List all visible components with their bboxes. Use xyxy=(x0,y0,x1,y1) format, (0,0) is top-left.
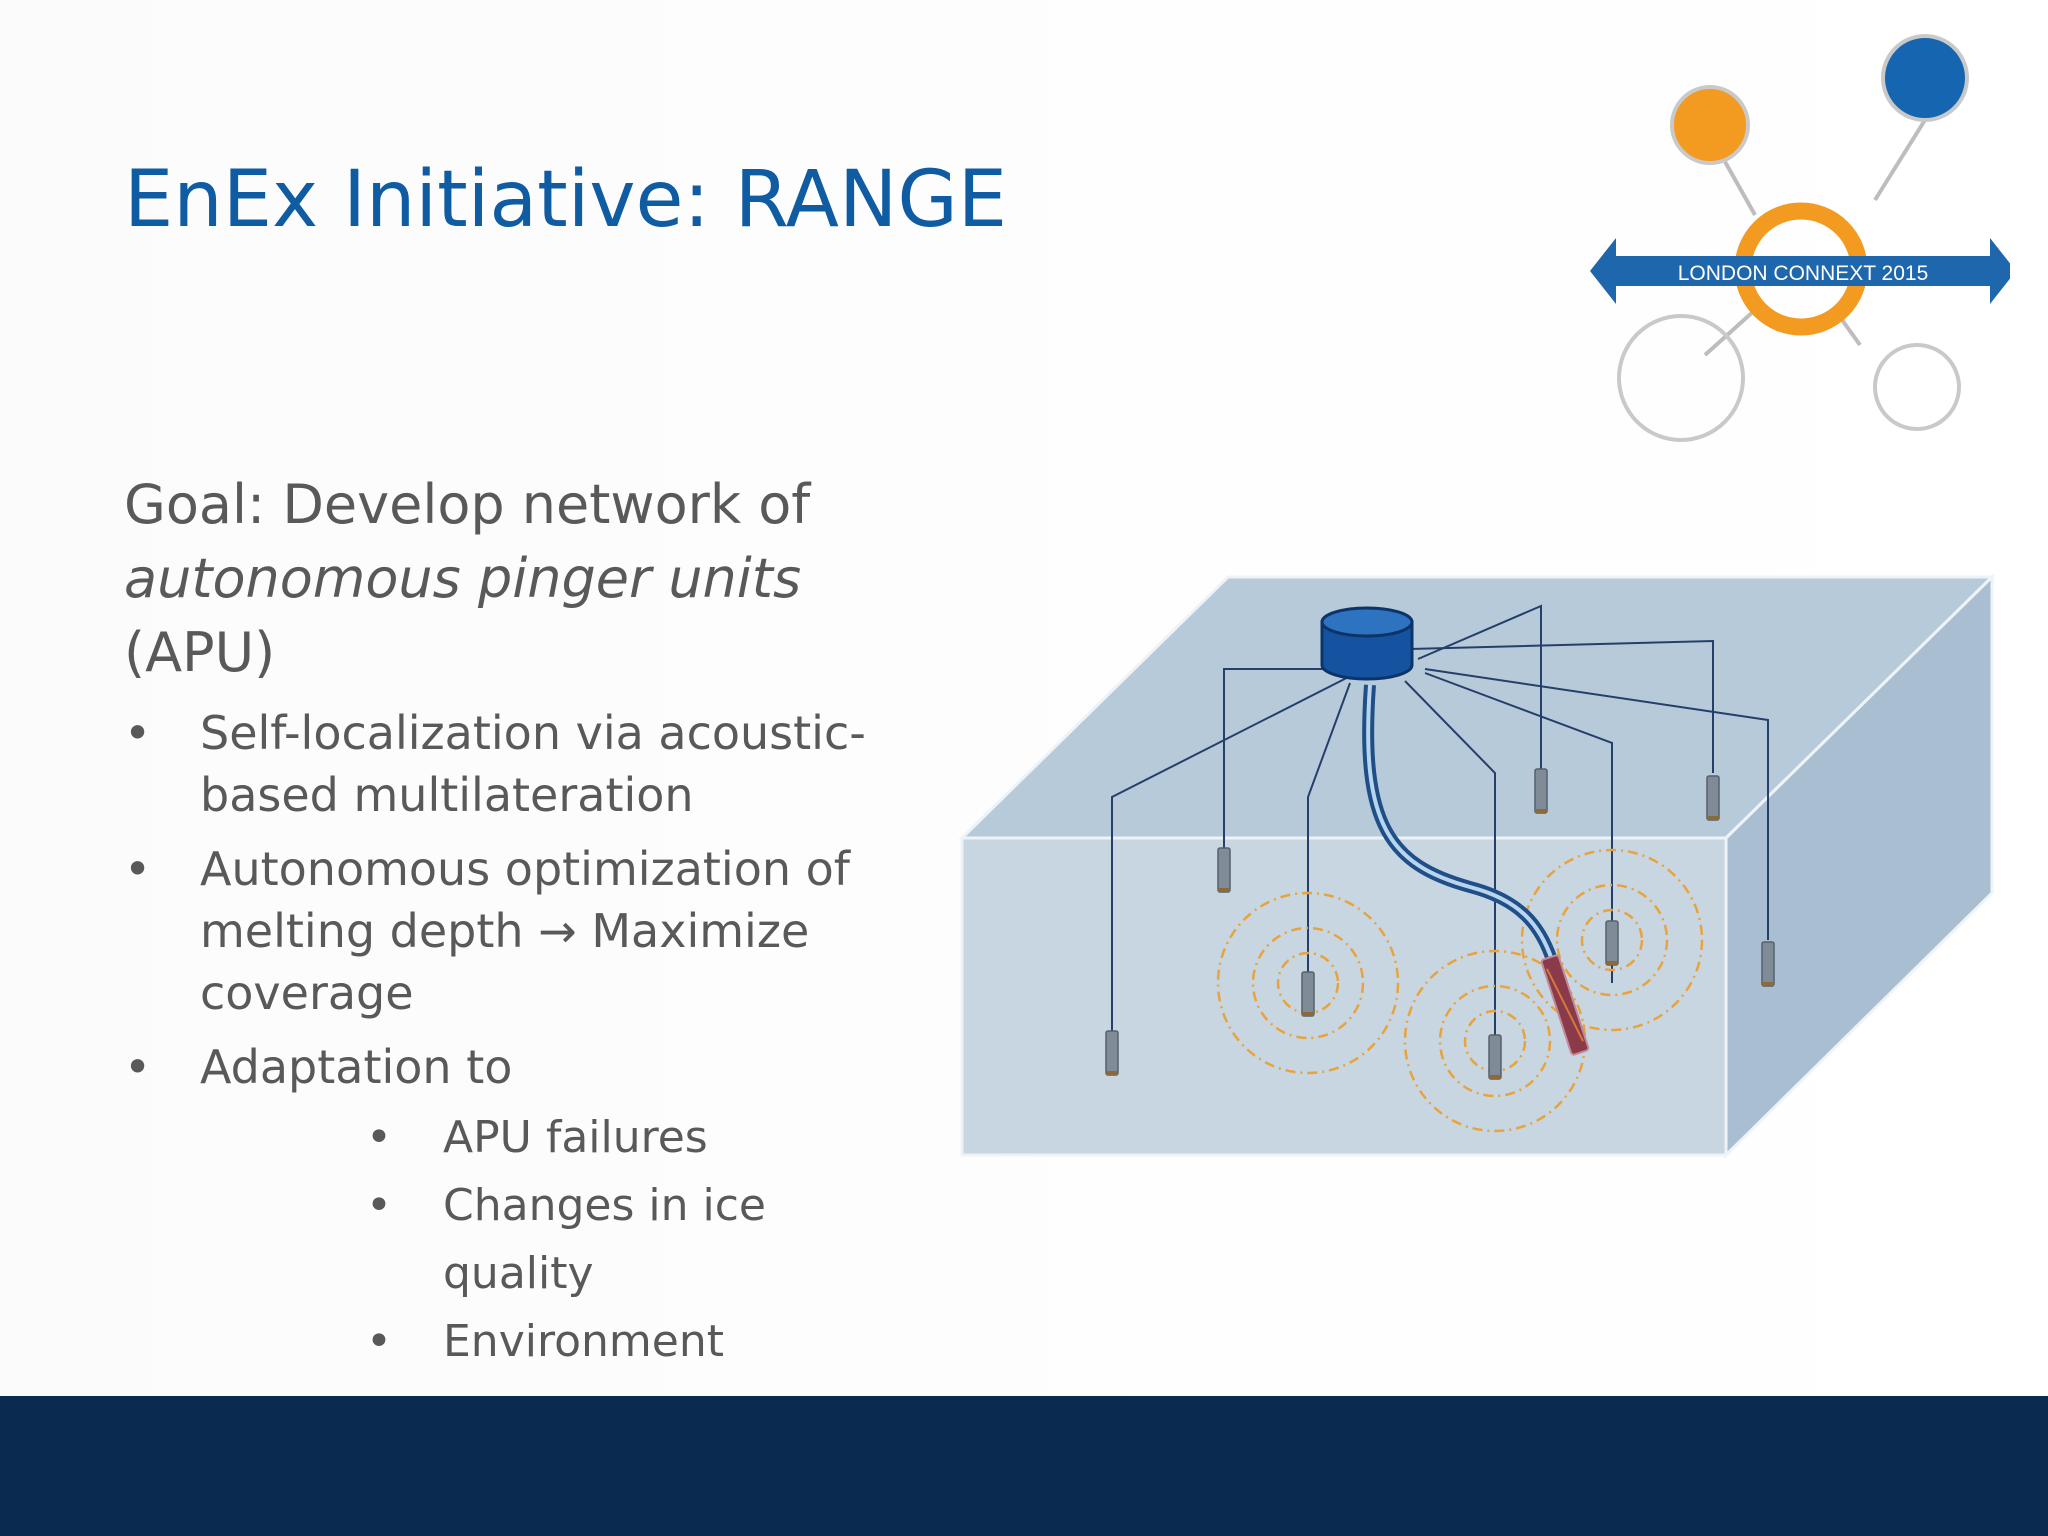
sub-bullet-item: • Changes in ice quality xyxy=(200,1172,924,1308)
goal-italic-term: autonomous pinger units xyxy=(124,547,802,610)
logo-banner-text: LONDON CONNEXT 2015 xyxy=(1678,262,1929,285)
sub-bullet-dot: • xyxy=(366,1180,392,1231)
sub-bullet-dot: • xyxy=(366,1112,392,1163)
bullet-text: Adaptation to xyxy=(200,1040,513,1094)
sub-bullet-dot: • xyxy=(366,1316,392,1367)
bullet-text: Autonomous optimization of melting depth… xyxy=(200,842,850,1020)
slide-title: EnEx Initiative: RANGE xyxy=(124,155,1008,245)
bullet-dot: • xyxy=(124,842,152,896)
sub-bullet-text: Environment xyxy=(443,1316,724,1367)
ice-block-diagram xyxy=(958,573,1996,1159)
connext-logo: LONDON CONNEXT 2015 xyxy=(1590,34,2010,442)
surface-hub xyxy=(1320,606,1414,681)
logo-orange-circle xyxy=(1670,85,1750,165)
bullet-item: • Adaptation to • APU failures • Changes… xyxy=(124,1036,924,1376)
ice-front-face xyxy=(960,836,1728,1157)
sub-bullet-text: APU failures xyxy=(443,1112,708,1163)
logo-blue-circle xyxy=(1881,34,1969,122)
bullet-text: Self-localization via acoustic-based mul… xyxy=(200,706,866,822)
sub-bullet-item: • Environment xyxy=(200,1308,924,1376)
bullet-item: • Autonomous optimization of melting dep… xyxy=(124,838,924,1024)
footer-bar xyxy=(0,1396,2048,1536)
logo-gray-circle-right xyxy=(1873,343,1961,431)
logo-gray-circle-left xyxy=(1617,314,1745,442)
sub-bullet-item: • APU failures xyxy=(200,1104,924,1172)
sub-bullet-list: • APU failures • Changes in ice quality … xyxy=(200,1104,924,1376)
bullet-dot: • xyxy=(124,706,152,760)
logo-arrow-banner xyxy=(1590,238,2010,304)
sub-bullet-text: Changes in ice quality xyxy=(443,1180,766,1299)
pinger-unit-caps xyxy=(1106,809,1774,1079)
goal-statement: Goal: Develop network of autonomous ping… xyxy=(124,468,884,690)
acoustic-rings xyxy=(1216,848,1704,1133)
bullet-dot: • xyxy=(124,1040,152,1094)
bullet-item: • Self-localization via acoustic-based m… xyxy=(124,702,924,826)
goal-line-suffix: (APU) xyxy=(124,621,276,684)
bullet-list: • Self-localization via acoustic-based m… xyxy=(124,702,924,1388)
goal-line-prefix: Goal: Develop network of xyxy=(124,473,811,536)
melt-probe xyxy=(1540,954,1590,1056)
